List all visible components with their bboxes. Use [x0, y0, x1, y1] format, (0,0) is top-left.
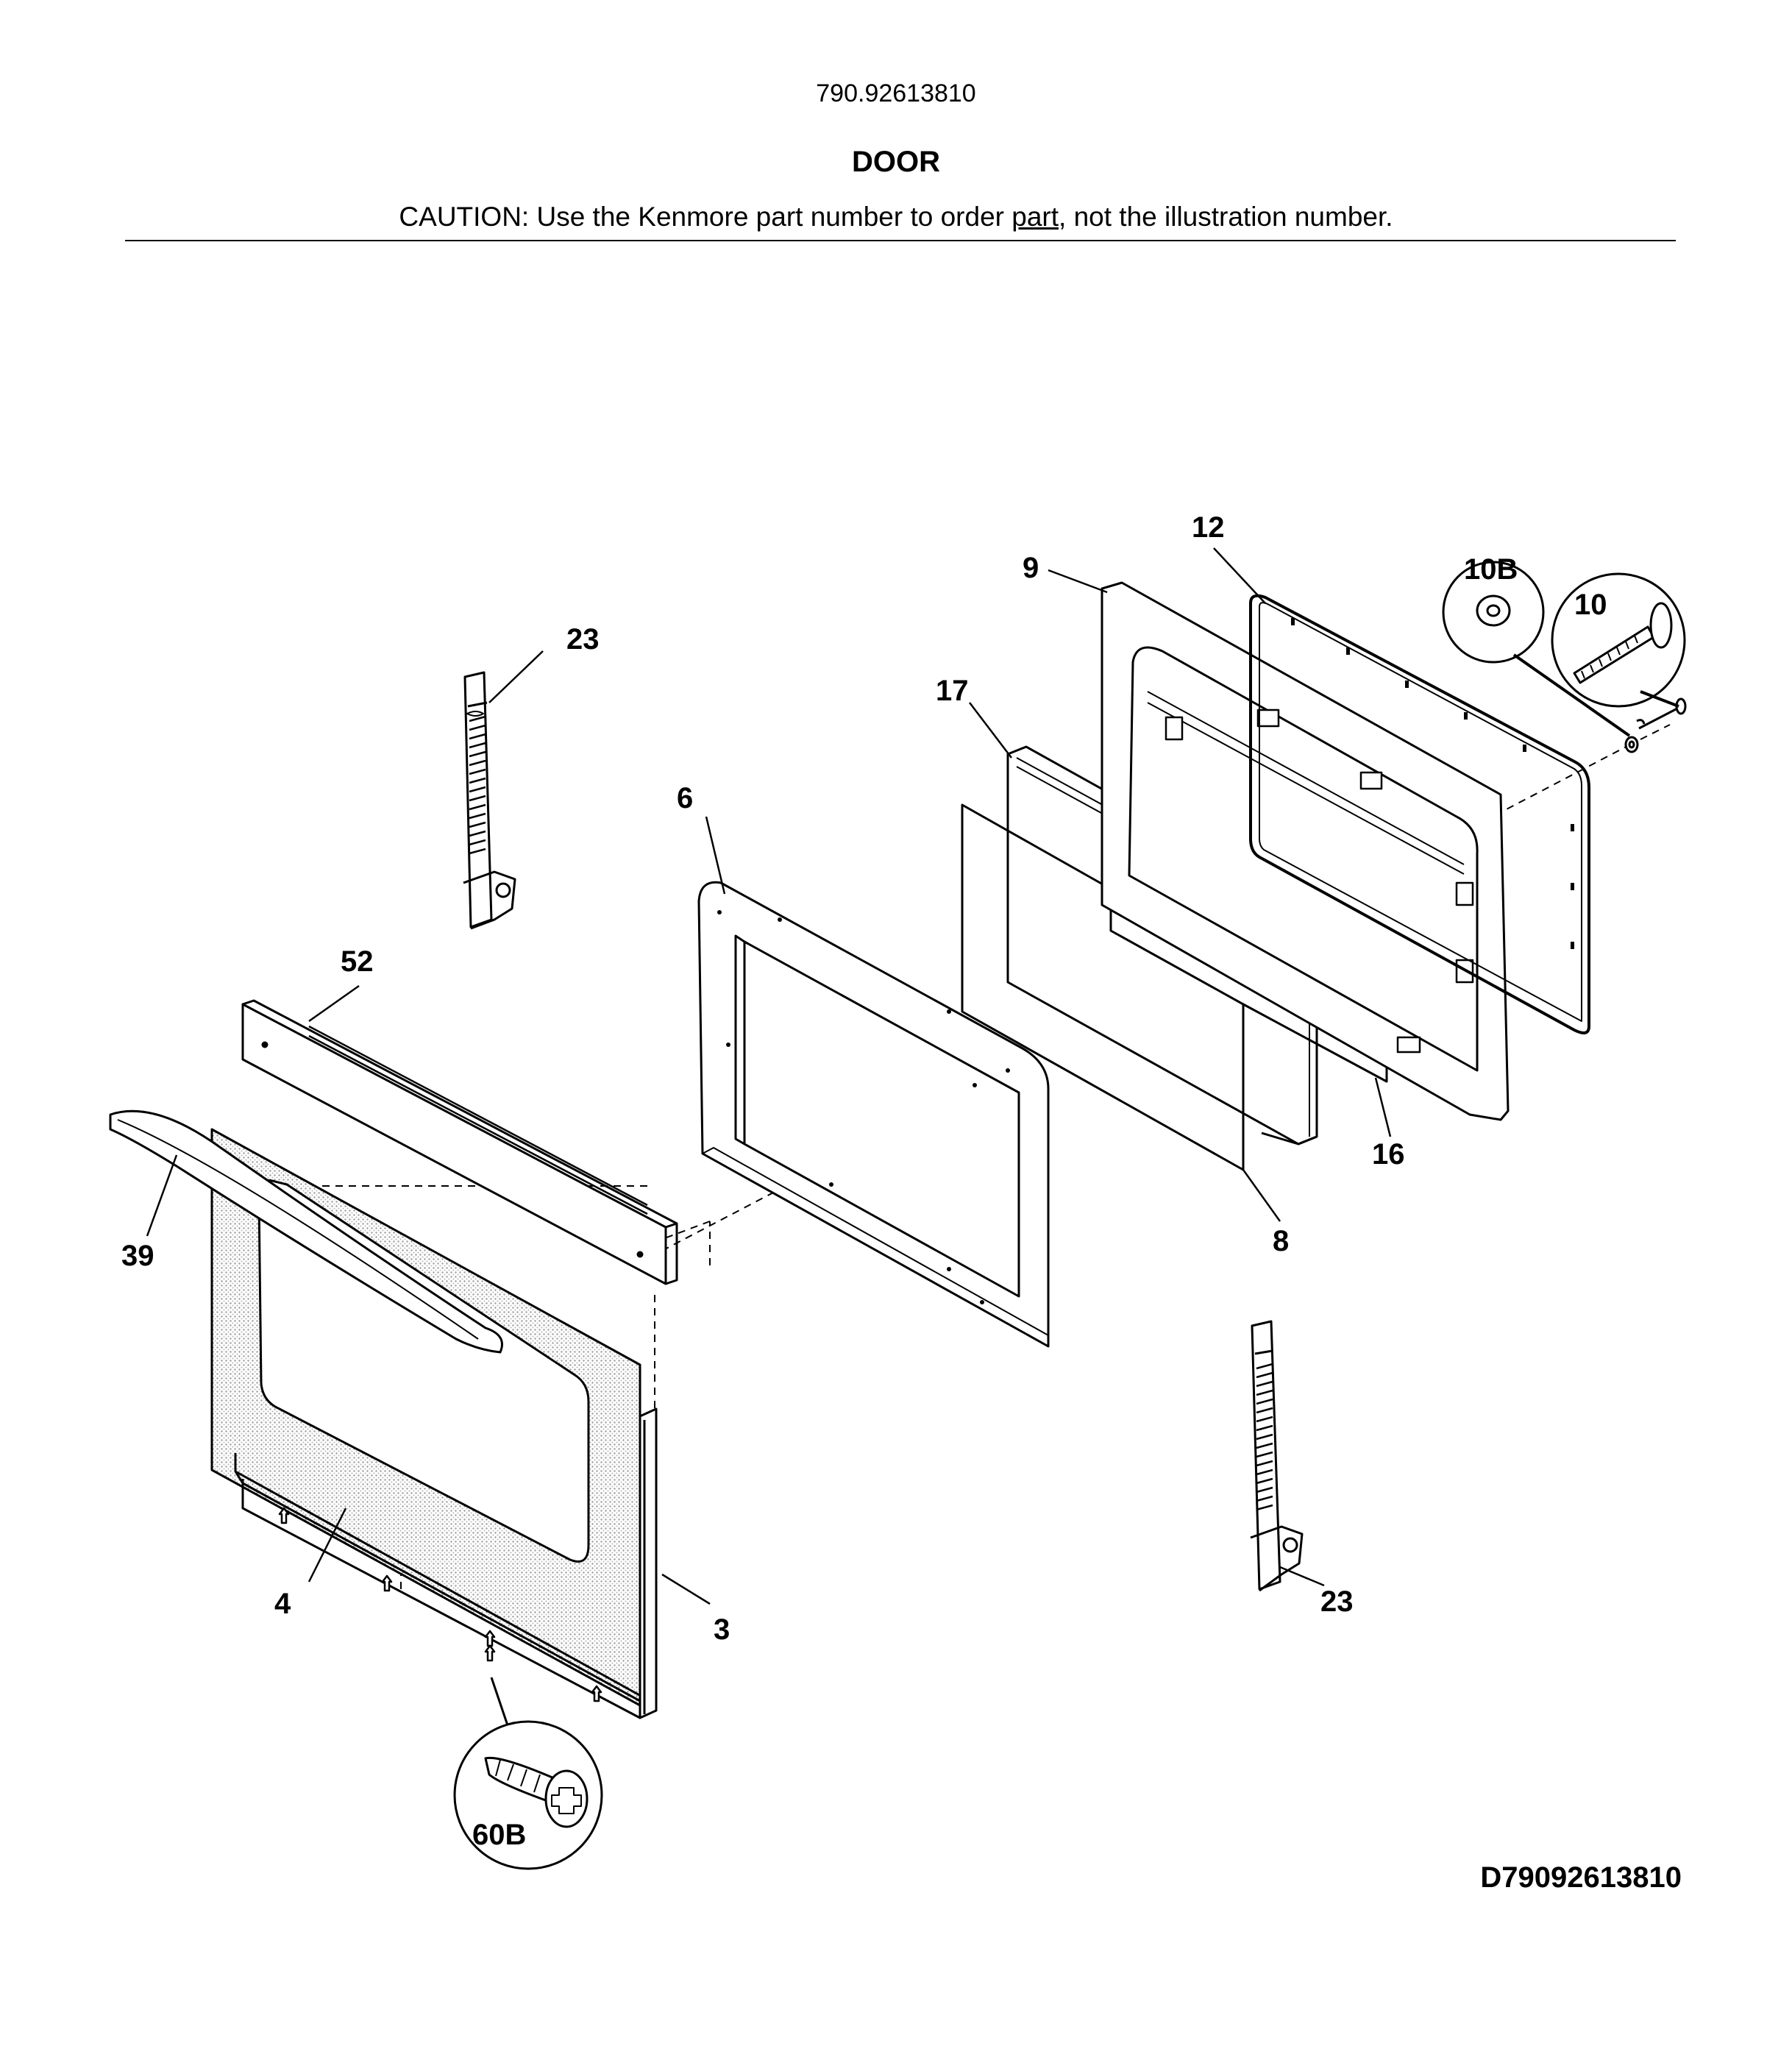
outer-door-panel — [210, 1128, 648, 1707]
diagram-id: D79092613810 — [1480, 1861, 1682, 1894]
callout-17: 17 — [936, 675, 969, 707]
door-gasket — [1249, 594, 1590, 1034]
caution-suffix: , not the illustration number. — [1059, 202, 1393, 232]
caution-prefix: CAUTION: Use the Kenmore part number to … — [399, 202, 1012, 232]
door-liner — [1101, 581, 1510, 1121]
door-handle — [109, 1109, 503, 1354]
detail-circle-10b — [1442, 561, 1631, 737]
callout-60b: 60B — [472, 1819, 526, 1851]
callout-4: 4 — [274, 1588, 291, 1620]
vent-trim — [241, 999, 678, 1285]
door-screws — [278, 1507, 602, 1702]
inner-door-frame — [697, 881, 1050, 1348]
leader-lines — [146, 547, 1392, 1605]
hinge-top — [463, 671, 516, 930]
section-title: DOOR — [852, 146, 940, 178]
callout-labels: 23 52 39 4 3 60B 6 17 9 12 10B 10 8 16 2… — [121, 511, 1607, 1851]
detail-circle-10 — [1551, 572, 1686, 708]
callout-10: 10 — [1574, 589, 1607, 621]
caution-underlined: part — [1011, 202, 1059, 232]
callout-9: 9 — [1023, 552, 1039, 584]
caution-note: CAUTION: Use the Kenmore part number to … — [0, 202, 1792, 232]
hinge-bottom — [1250, 1320, 1304, 1592]
callout-12: 12 — [1192, 511, 1225, 544]
door-side-frame — [241, 1407, 658, 1719]
callout-6: 6 — [677, 782, 693, 814]
callout-23-top: 23 — [566, 623, 600, 656]
callout-3: 3 — [714, 1613, 730, 1646]
detail-circle-60b — [453, 1644, 603, 1870]
callout-39: 39 — [121, 1240, 154, 1272]
header-divider — [125, 240, 1676, 241]
callout-10b: 10B — [1464, 553, 1518, 586]
model-number: 790.92613810 — [816, 79, 976, 107]
callout-23-bottom: 23 — [1320, 1585, 1354, 1618]
callout-16: 16 — [1372, 1138, 1405, 1171]
callout-52: 52 — [341, 945, 374, 978]
callout-8: 8 — [1273, 1225, 1289, 1257]
